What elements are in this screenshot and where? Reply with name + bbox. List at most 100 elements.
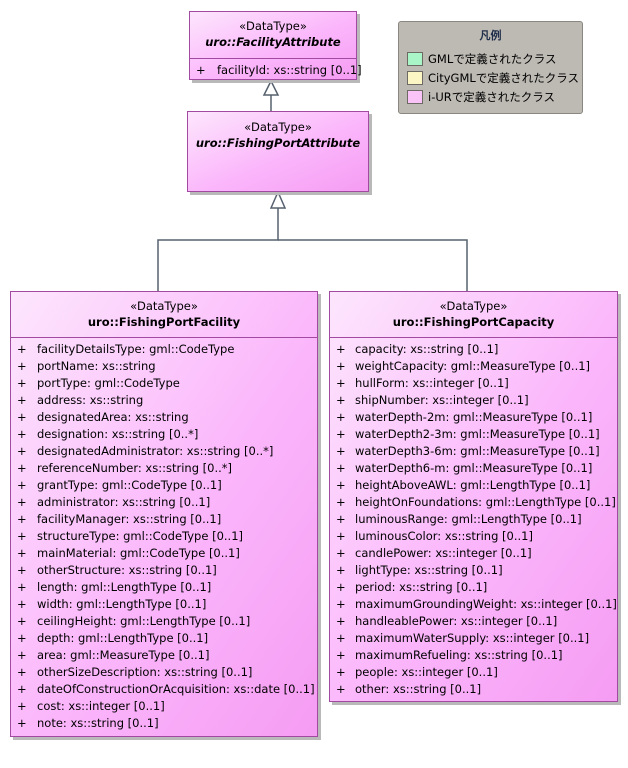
class-name: uro::FishingPortCapacity (392, 315, 555, 329)
attribute-text: shipNumber: xs::integer [0..1] (355, 393, 529, 407)
attribute-row: + facilityId: xs::string [0..1] (190, 62, 362, 79)
attribute-text: designatedArea: xs::string (37, 410, 189, 424)
visibility-public: + (17, 444, 27, 458)
attribute-row: +hullForm: xs::integer [0..1] (330, 375, 617, 392)
attribute-text: capacity: xs::string [0..1] (355, 342, 499, 356)
attribute-text: candlePower: xs::integer [0..1] (355, 546, 532, 560)
visibility-public: + (336, 359, 346, 373)
visibility-public: + (336, 495, 346, 509)
attribute-text: facilityId: xs::string [0..1] (217, 63, 362, 77)
visibility-public: + (336, 648, 346, 662)
visibility-public: + (17, 665, 27, 679)
visibility-public: + (17, 716, 27, 730)
visibility-public: + (336, 597, 346, 611)
class-fishingport-attribute[interactable]: «DataType» uro::FishingPortAttribute (187, 111, 369, 192)
attribute-row: + administrator: xs::string [0..1] (11, 494, 317, 511)
attribute-row: +note: xs::string [0..1] (11, 715, 317, 732)
attribute-text: area: gml::MeasureType [0..1] (37, 648, 210, 662)
attribute-row: + heightAboveAWL: gml::LengthType [0..1] (330, 477, 617, 494)
attribute-text: facilityDetailsType: gml::CodeType (37, 342, 235, 356)
visibility-public: + (17, 512, 27, 526)
legend-swatch-iur (407, 90, 423, 104)
generalization-line-fishingport-facility (157, 208, 279, 291)
attribute-row: + maximumRefueling: xs::string [0..1] (330, 647, 617, 664)
attribute-text: maximumGroundingWeight: xs::integer [0..… (355, 597, 617, 611)
attribute-text: administrator: xs::string [0..1] (37, 495, 211, 509)
attribute-text: waterDepth-2m: gml::MeasureType [0..1] (355, 410, 593, 424)
class-fishingport-facility[interactable]: «DataType» uro::FishingPortFacility +fac… (10, 291, 318, 737)
attribute-text: portName: xs::string (37, 359, 156, 373)
attribute-text: maximumRefueling: xs::string [0..1] (355, 648, 563, 662)
class-stereotype: «DataType» (239, 19, 307, 33)
visibility-public: + (336, 461, 346, 475)
attribute-row: +grantType: gml::CodeType [0..1] (11, 477, 317, 494)
attribute-text: weightCapacity: gml::MeasureType [0..1] (355, 359, 591, 373)
attribute-row: +structureType: gml::CodeType [0..1] (11, 528, 317, 545)
visibility-public: + (336, 376, 346, 390)
attribute-row: +candlePower: xs::integer [0..1] (330, 545, 617, 562)
class-stereotype: «DataType» (244, 120, 312, 134)
attribute-row: +portType: gml::CodeType (11, 375, 317, 392)
attribute-row: +dateOfConstructionOrAcquisition: xs::da… (11, 681, 317, 698)
attribute-row: +waterDepth6-m: gml::MeasureType [0..1] (330, 460, 617, 477)
attribute-text: dateOfConstructionOrAcquisition: xs::dat… (37, 682, 315, 696)
visibility-public: + (336, 580, 346, 594)
attribute-text: lightType: xs::string [0..1] (355, 563, 503, 577)
visibility-public: + (336, 529, 346, 543)
class-fishingport-capacity[interactable]: «DataType» uro::FishingPortCapacity + cap… (329, 291, 618, 702)
legend-swatch-citygml (407, 71, 423, 85)
attribute-row: +people: xs::integer [0..1] (330, 664, 617, 681)
visibility-public: + (17, 495, 27, 509)
visibility-public: + (17, 410, 27, 424)
attribute-text: facilityManager: xs::string [0..1] (37, 512, 222, 526)
attribute-row: +period: xs::string [0..1] (330, 579, 617, 596)
visibility-public: + (17, 580, 27, 594)
visibility-public: + (336, 512, 346, 526)
attribute-text: heightAboveAWL: gml::LengthType [0..1] (355, 478, 591, 492)
attribute-row: +handleablePower: xs::integer [0..1] (330, 613, 617, 630)
attribute-row: +area: gml::MeasureType [0..1] (11, 647, 317, 664)
attribute-text: luminousColor: xs::string [0..1] (355, 529, 533, 543)
attribute-text: designation: xs::string [0..*] (37, 427, 199, 441)
visibility-public: + (17, 461, 27, 475)
visibility-public: + (17, 614, 27, 628)
legend-label: GMLで定義されたクラス (428, 52, 557, 66)
visibility-public: + (336, 393, 346, 407)
visibility-public: + (17, 597, 27, 611)
visibility-public: + (17, 376, 27, 390)
attribute-row: +waterDepth3-6m: gml::MeasureType [0..1] (330, 443, 617, 460)
visibility-public: + (17, 342, 27, 356)
attribute-row: +heightOnFoundations: gml::LengthType [0… (330, 494, 617, 511)
class-facility-attribute[interactable]: «DataType» uro::FacilityAttribute + faci… (189, 11, 362, 80)
attribute-row: + facilityManager: xs::string [0..1] (11, 511, 317, 528)
attribute-list: +facilityDetailsType: gml::CodeType+port… (11, 341, 317, 732)
attribute-row: +maximumWaterSupply: xs::integer [0..1] (330, 630, 617, 647)
attribute-row: + designatedArea: xs::string (11, 409, 317, 426)
attribute-text: grantType: gml::CodeType [0..1] (37, 478, 222, 492)
visibility-public: + (17, 427, 27, 441)
attribute-text: other: xs::string [0..1] (355, 682, 482, 696)
visibility-public: + (17, 631, 27, 645)
attribute-text: maximumWaterSupply: xs::integer [0..1] (355, 631, 590, 645)
visibility-public: + (336, 427, 346, 441)
attribute-row: +mainMaterial: gml::CodeType [0..1] (11, 545, 317, 562)
attribute-row: +other: xs::string [0..1] (330, 681, 617, 698)
attribute-text: cost: xs::integer [0..1] (37, 699, 165, 713)
visibility-public: + (17, 393, 27, 407)
attribute-row: + luminousColor: xs::string [0..1] (330, 528, 617, 545)
attribute-text: people: xs::integer [0..1] (355, 665, 498, 679)
attribute-row: + ceilingHeight: gml::LengthType [0..1] (11, 613, 317, 630)
visibility-public: + (336, 478, 346, 492)
attribute-text: designatedAdministrator: xs::string [0..… (37, 444, 274, 458)
generalization-arrowhead-facility-attribute (262, 79, 280, 96)
attribute-text: handleablePower: xs::integer [0..1] (355, 614, 558, 628)
attribute-list: + capacity: xs::string [0..1]+ weightCapac… (330, 341, 617, 698)
class-stereotype: «DataType» (439, 299, 508, 313)
visibility-public: + (17, 529, 27, 543)
class-name: uro::FishingPortFacility (87, 315, 241, 329)
attribute-row: +referenceNumber: xs::string [0..*] (11, 460, 317, 477)
attribute-text: waterDepth3-6m: gml::MeasureType [0..1] (355, 444, 600, 458)
attribute-text: ceilingHeight: gml::LengthType [0..1] (37, 614, 251, 628)
attribute-text: waterDepth2-3m: gml::MeasureType [0..1] (355, 427, 600, 441)
legend: 凡例 GMLで定義されたクラス CityGMLで定義されたクラス i-URで定義… (398, 21, 583, 114)
